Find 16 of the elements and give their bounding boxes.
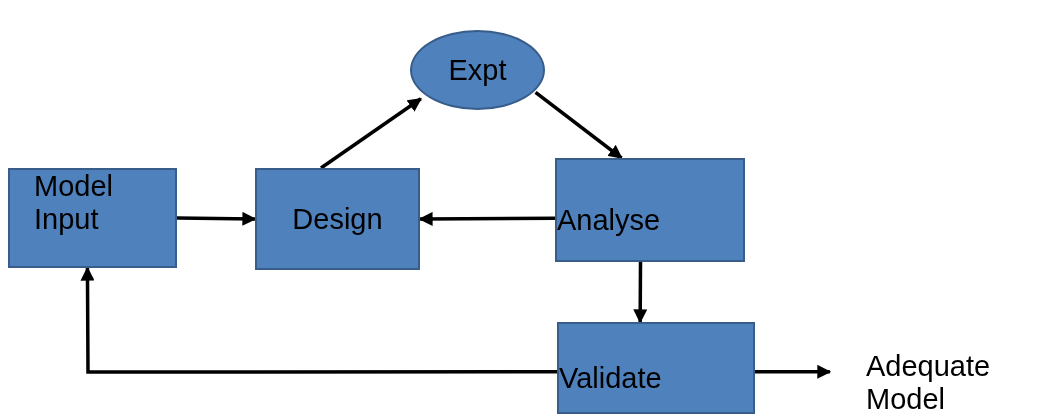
node-label: Analyse	[557, 203, 661, 237]
process-box	[255, 168, 420, 270]
arrow	[755, 364, 832, 379]
arrow	[320, 97, 422, 170]
arrow	[176, 211, 257, 226]
arrow	[633, 262, 648, 324]
node-label: Design	[292, 202, 383, 236]
node-label: Expt	[448, 53, 507, 87]
process-box	[555, 158, 745, 262]
node-label: Model Input	[34, 170, 114, 236]
node-label: Validate	[559, 361, 662, 395]
outcome-label: Adequate Model	[866, 350, 992, 416]
process-box	[8, 168, 177, 268]
arrow	[534, 91, 623, 160]
arrow	[80, 266, 557, 374]
process-box	[557, 322, 755, 414]
